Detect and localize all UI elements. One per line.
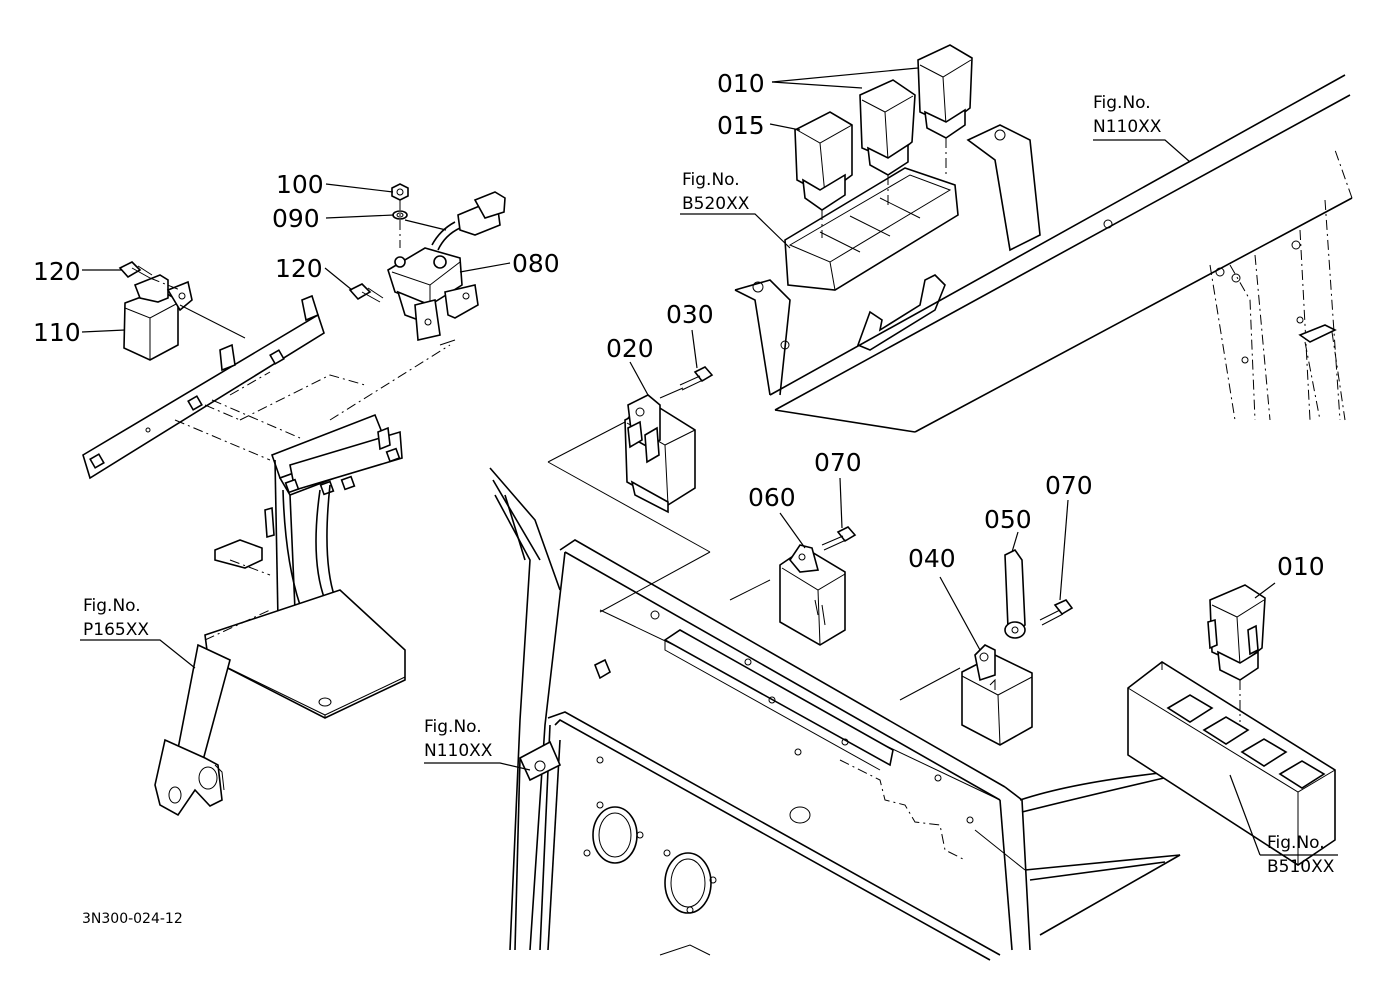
ref-b520-fig: Fig.No. [682,170,740,190]
callout-060: 060 [748,483,796,512]
callout-120-right: 120 [275,254,323,283]
screw-030 [659,366,714,399]
relay-110 [123,274,246,361]
ref-n110-mid-fig: Fig.No. [424,717,482,737]
ref-b510-no: B510XX [1267,857,1335,877]
drawing-code: 3N300-024-12 [82,911,183,927]
leader-lines [80,67,1338,856]
screw-070-b [1039,599,1074,626]
relay-010-a [917,44,973,178]
bolt-120-left [118,261,181,291]
callout-015: 015 [717,111,765,140]
relay-box-b510 [1127,661,1336,866]
ref-n110-top-no: N110XX [1093,117,1162,137]
bracket-p165 [154,643,231,817]
relay-015 [794,111,853,238]
nut-100 [391,183,409,201]
bolt-120-right [348,283,384,303]
callout-080: 080 [512,249,560,278]
relay-010-b [859,79,916,208]
frame-top-right [734,74,1353,433]
ref-n110-mid-no: N110XX [424,741,493,761]
callout-070-right: 070 [1045,471,1093,500]
solenoid-080 [329,191,506,421]
relay-010-c [1207,584,1266,722]
callout-070-upper: 070 [814,448,862,477]
relay-020 [624,394,696,514]
callout-090: 090 [272,204,320,233]
bracket-assembly-left [82,294,406,719]
callout-050: 050 [984,505,1032,534]
ref-n110-top-fig: Fig.No. [1093,93,1151,113]
callout-120-left: 120 [33,257,81,286]
relay-box-b520 [784,167,959,351]
callout-040: 040 [908,544,956,573]
callout-030: 030 [666,300,714,329]
ref-b520-no: B520XX [682,194,750,214]
flasher-060 [779,544,846,646]
callout-020: 020 [606,334,654,363]
callout-100: 100 [276,170,324,199]
callout-010-top: 010 [717,69,765,98]
panel-lower-middle [489,467,1191,961]
callout-010-bottom: 010 [1277,552,1325,581]
strap-050 [1004,548,1026,639]
callout-110: 110 [33,318,81,347]
ref-p165-fig: Fig.No. [83,596,141,616]
washer-090 [392,200,408,248]
flasher-040 [961,644,1033,746]
ref-p165-no: P165XX [83,620,149,640]
mounting-plane-center [547,414,961,701]
screw-070-a [821,526,857,551]
ref-b510-fig: Fig.No. [1267,833,1325,853]
